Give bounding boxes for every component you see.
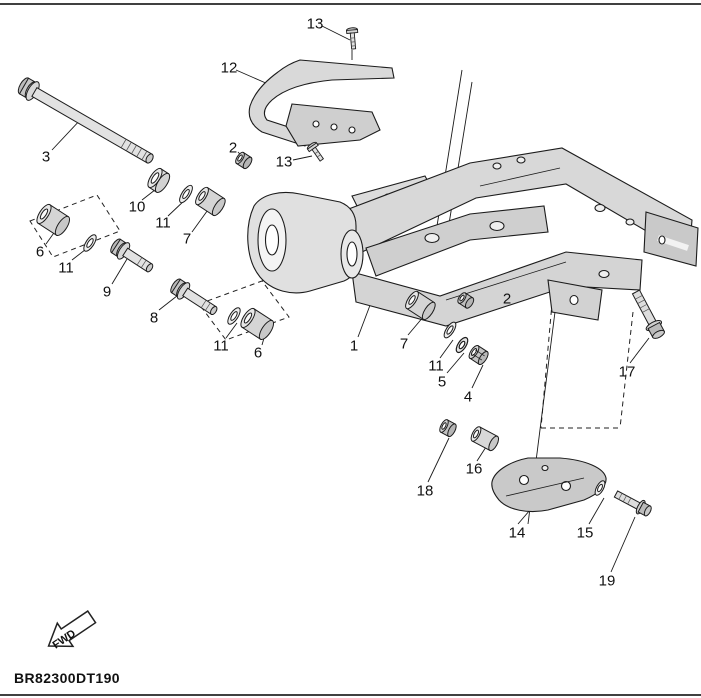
part-nut-4 xyxy=(468,344,489,366)
part-bushing-6a xyxy=(36,203,71,237)
callout-9: 9 xyxy=(103,284,111,301)
part-bushing-7b xyxy=(405,290,436,321)
callout-10: 10 xyxy=(129,199,146,216)
part-bushing-6b xyxy=(240,307,275,341)
part-washer-5 xyxy=(455,336,469,354)
callout-8: 8 xyxy=(150,310,158,327)
part-pivot-bolt xyxy=(17,77,154,164)
callout-18: 18 xyxy=(417,483,434,500)
callout-11-a: 11 xyxy=(155,215,171,232)
part-bolt-19 xyxy=(613,490,652,517)
callout-3: 3 xyxy=(42,149,50,166)
part-screw-lower xyxy=(306,141,325,162)
diagram-code: BR82300DT190 xyxy=(14,670,120,686)
part-bushing-7a xyxy=(195,186,226,217)
fwd-arrow: FWD xyxy=(47,610,97,651)
part-washer-11b xyxy=(83,234,97,252)
part-washer-11c xyxy=(227,307,241,325)
callout-19: 19 xyxy=(599,573,616,590)
callout-11-d: 11 xyxy=(428,358,444,375)
part-washer-11d xyxy=(443,321,457,339)
part-bolt-9 xyxy=(110,238,154,273)
callout-14: 14 xyxy=(509,525,526,542)
part-collar-10 xyxy=(147,167,171,193)
callout-13-top: 13 xyxy=(307,16,324,33)
callout-6-a: 6 xyxy=(36,244,44,261)
part-nut-18 xyxy=(439,419,457,438)
part-washer-11a xyxy=(179,184,193,204)
callout-labels: 13 12 3 2 13 10 11 7 6 11 9 8 11 6 1 7 2… xyxy=(36,16,636,590)
part-screw-top xyxy=(346,27,359,50)
callout-11-b: 11 xyxy=(58,260,74,277)
callout-7-b: 7 xyxy=(400,336,408,353)
callout-2-upper: 2 xyxy=(229,140,237,157)
part-washer-15 xyxy=(594,480,606,496)
callout-6-b: 6 xyxy=(254,345,262,362)
part-nut-2a xyxy=(235,151,253,170)
part-nut-2b xyxy=(457,292,475,309)
part-bolt-17 xyxy=(631,289,665,339)
callout-16: 16 xyxy=(466,461,483,478)
callout-15: 15 xyxy=(577,525,594,542)
callout-12: 12 xyxy=(221,60,238,77)
callout-11-c: 11 xyxy=(213,338,229,355)
part-collar-16 xyxy=(470,426,500,452)
callout-7-a: 7 xyxy=(183,231,191,248)
callout-17: 17 xyxy=(619,364,636,381)
callout-2-right: 2 xyxy=(503,291,511,308)
callout-4: 4 xyxy=(464,389,472,406)
part-chain-guide xyxy=(248,59,395,147)
callout-5: 5 xyxy=(438,374,446,391)
callout-13-lower: 13 xyxy=(276,154,293,171)
part-bolt-8 xyxy=(170,278,218,316)
page-border xyxy=(0,3,701,696)
callout-1: 1 xyxy=(350,338,358,355)
